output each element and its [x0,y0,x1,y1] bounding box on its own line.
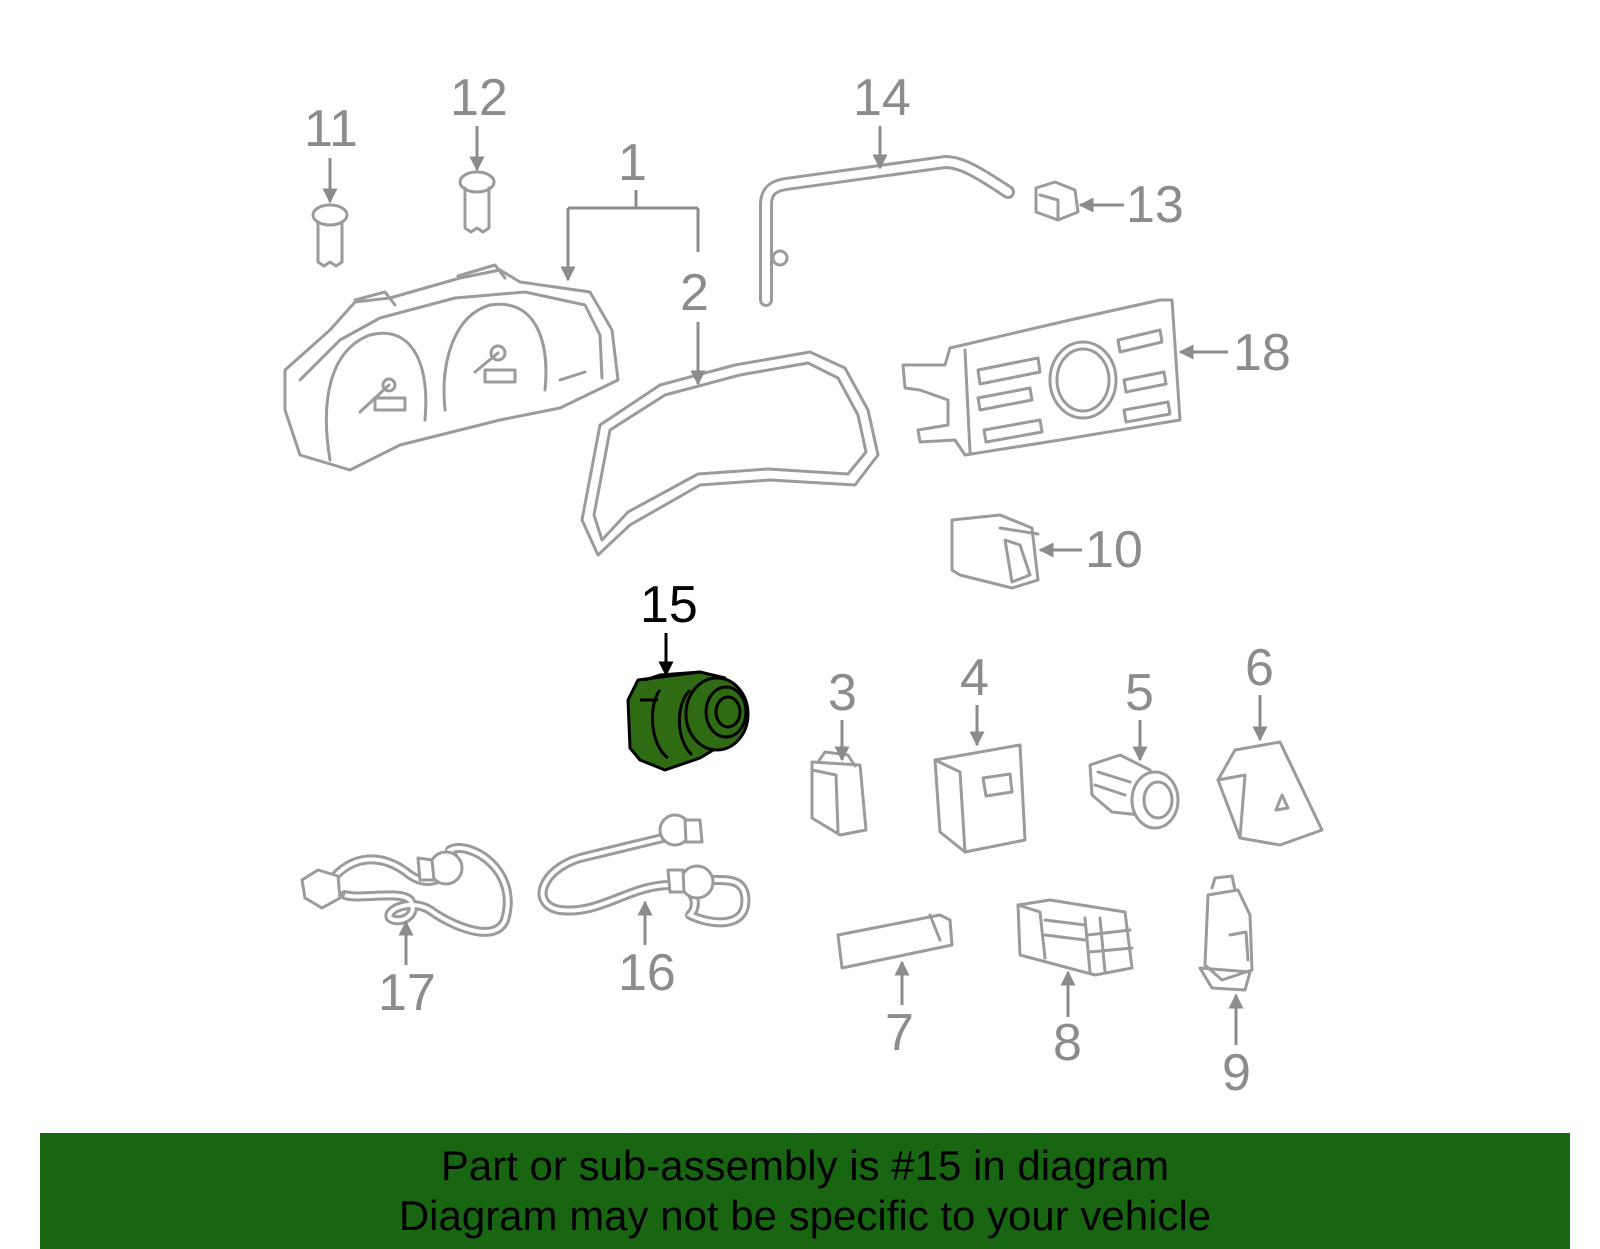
callout-1: 1 [618,134,647,192]
banner-background [40,1133,1570,1249]
banner-line-1: Part or sub-assembly is #15 in diagram [440,1142,1170,1189]
part-3-switch [810,750,868,837]
part-7-trim-strip [836,913,954,970]
part-5-knob [1088,753,1180,830]
callout-16: 16 [618,944,676,1002]
part-14-tube [759,155,1015,307]
callout-15: 15 [640,576,698,634]
callout-14: 14 [853,69,911,127]
info-banner: Part or sub-assembly is #15 in diagram D… [40,1133,1570,1249]
callout-7: 7 [885,1004,914,1062]
callout-17: 17 [378,964,436,1022]
part-13-clip [1034,180,1080,222]
callout-9: 9 [1222,1044,1251,1102]
part-1-instrument-cluster [283,263,620,472]
part-8-switch-bank [1016,898,1134,977]
part-12-bulb [458,170,496,234]
callout-13: 13 [1126,176,1184,234]
banner-line-2: Diagram may not be specific to your vehi… [398,1192,1212,1239]
part-2-cluster-lens [580,350,880,557]
callout-10: 10 [1085,521,1143,579]
callout-3: 3 [828,664,857,722]
part-11-bulb [311,203,349,268]
callout-12: 12 [450,69,508,127]
callout-11: 11 [304,100,358,158]
part-9-sensor [1198,874,1254,992]
part-15-ignition-switch-highlighted [626,670,750,772]
callout-18: 18 [1233,324,1291,382]
part-18-control-panel [901,298,1182,457]
part-10-switch [950,513,1040,590]
part-4-cover [933,743,1027,854]
callout-5: 5 [1125,664,1154,722]
callout-2: 2 [680,264,709,322]
callout-6: 6 [1245,639,1274,697]
callout-8: 8 [1053,1014,1082,1072]
part-17-wire-harness [300,843,513,937]
part-16-wire-harness [537,813,751,928]
part-6-hazard-switch [1216,740,1324,847]
callout-4: 4 [960,649,989,707]
bracket-1 [568,190,700,252]
